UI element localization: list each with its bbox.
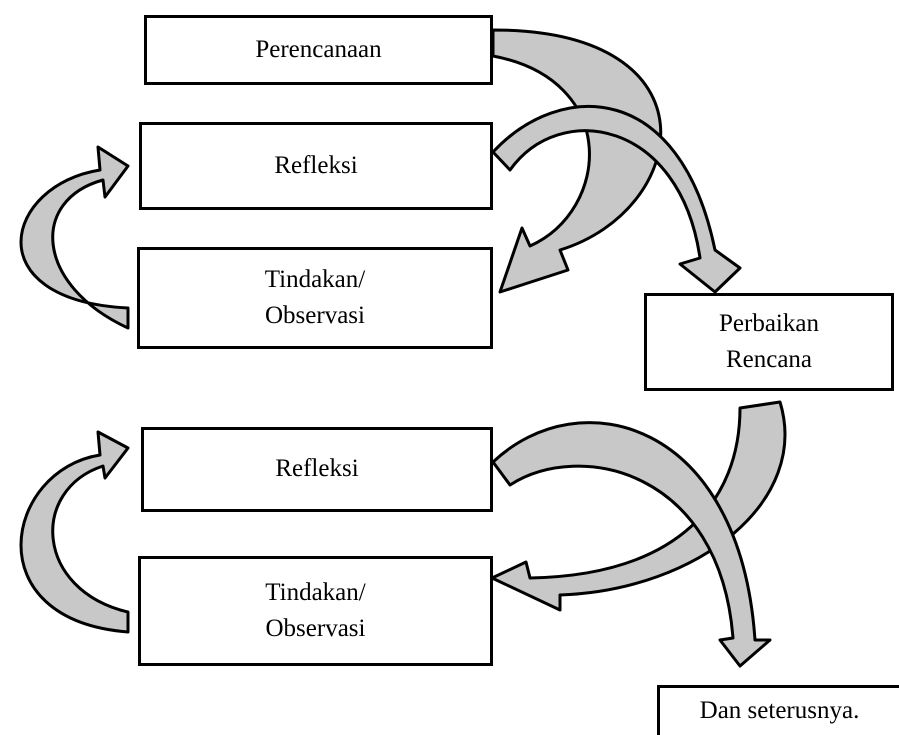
box-dan-seterusnya-label: Dan seterusnya.: [699, 697, 860, 725]
box-perbaikan-line-2: Rencana: [725, 346, 813, 373]
arrow-reflection-to-continue: [491, 421, 772, 668]
box-tindakan-2-line-2: Observasi: [265, 615, 366, 642]
arrow-action-to-reflection-2: [19, 430, 130, 634]
box-perbaikan-line-1: Perbaikan: [719, 309, 819, 337]
box-tindakan-2: Tindakan/ Observasi: [138, 556, 493, 666]
box-refleksi-1-label: Refleksi: [274, 151, 358, 179]
arrow-reflection-to-revision: [491, 104, 742, 294]
box-perencanaan: Perencanaan: [144, 15, 493, 85]
box-tindakan-1-line-1: Tindakan/: [264, 265, 366, 293]
box-tindakan-1-line-2: Observasi: [265, 302, 365, 329]
box-refleksi-1: Refleksi: [139, 122, 493, 210]
box-perbaikan-rencana: Perbaikan Rencana: [644, 293, 894, 391]
box-perencanaan-label: Perencanaan: [255, 35, 382, 63]
box-dan-seterusnya: Dan seterusnya.: [657, 685, 899, 735]
arrow-action-to-reflection-1: [19, 145, 130, 330]
box-refleksi-2-label: Refleksi: [275, 455, 359, 483]
box-refleksi-2: Refleksi: [141, 427, 493, 512]
box-tindakan-2-line-1: Tindakan/: [265, 578, 366, 606]
box-tindakan-1: Tindakan/ Observasi: [137, 247, 493, 349]
